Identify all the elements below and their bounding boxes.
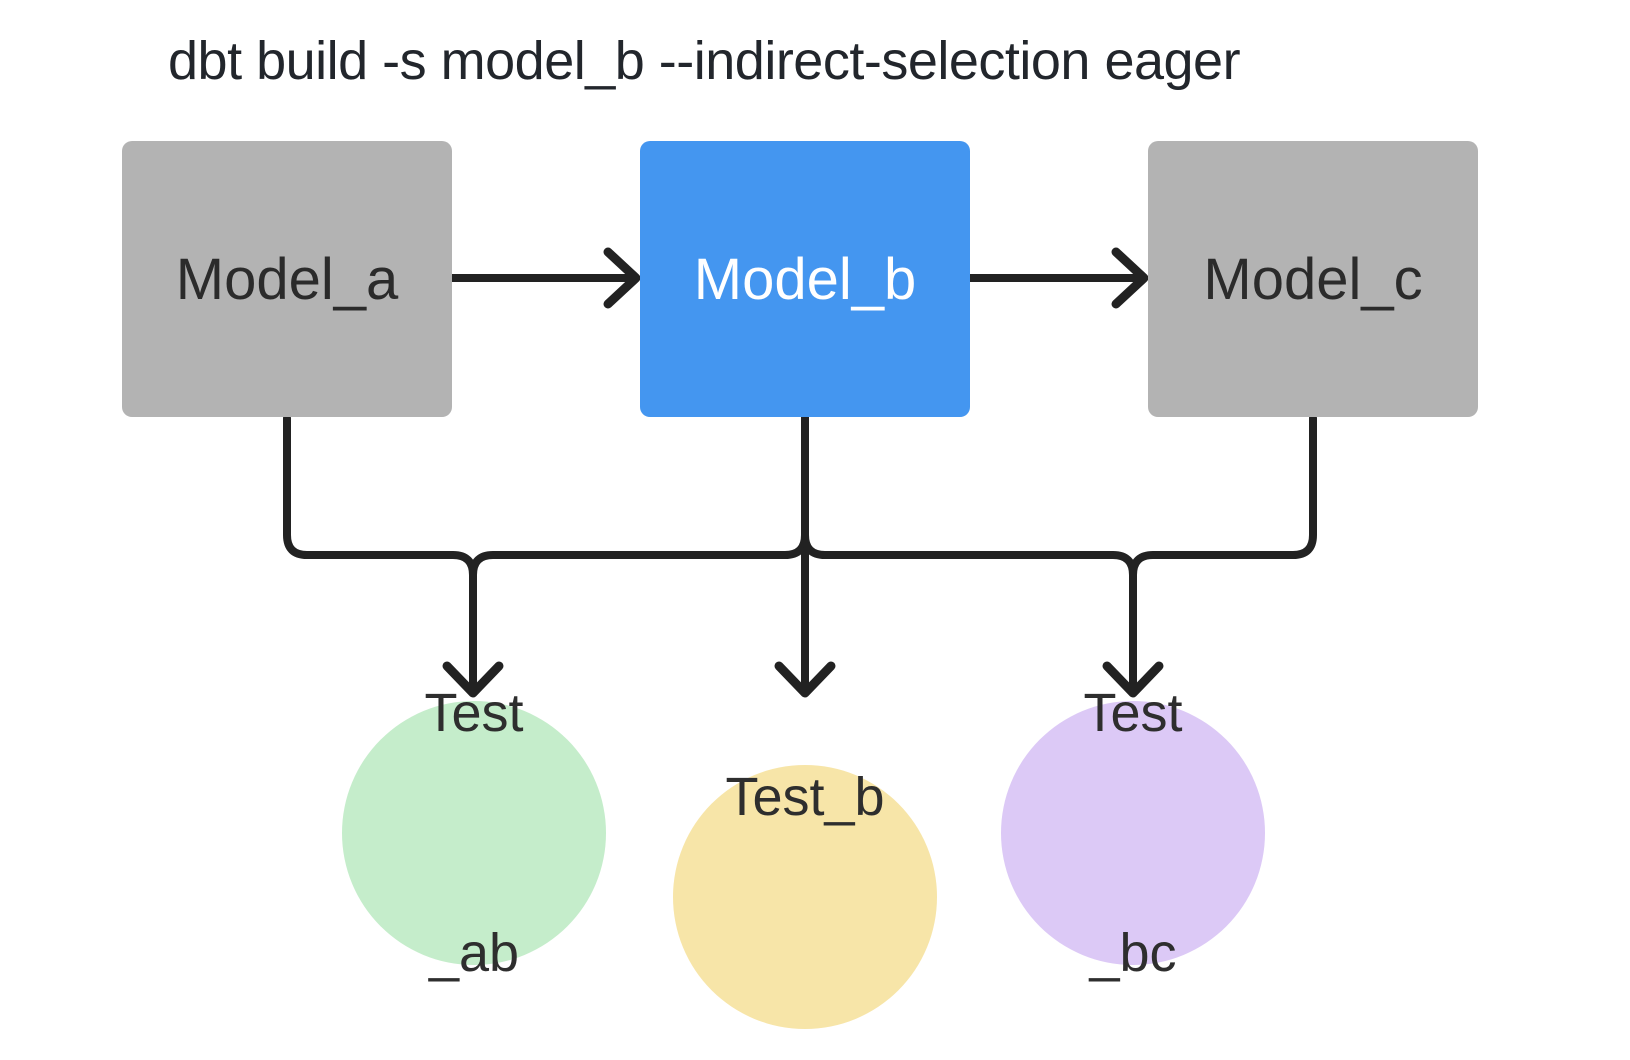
node-test-ab: Test _ab <box>342 683 606 983</box>
node-model-a-label: Model_a <box>175 246 399 312</box>
node-model-a: Model_a <box>122 141 452 417</box>
arrowhead-right-model-b <box>603 247 641 309</box>
node-model-b-selected: Model_b <box>640 141 970 417</box>
command-title: dbt build -s model_b --indirect-selectio… <box>168 31 1241 91</box>
node-test-bc: Test _bc <box>1001 683 1265 983</box>
arrowhead-down-test-ab <box>442 661 504 698</box>
node-test-b: Test_b <box>673 765 937 1029</box>
node-model-c-label: Model_c <box>1203 246 1423 312</box>
node-model-c: Model_c <box>1148 141 1478 417</box>
node-test-ab-label: Test _ab <box>424 683 524 983</box>
arrowhead-down-test-bc <box>1102 661 1164 698</box>
edge-model-c-to-test-bc <box>1129 414 1317 579</box>
node-test-b-label: Test_b <box>725 767 885 827</box>
arrowhead-right-model-c <box>1111 247 1149 309</box>
node-test-bc-label: Test _bc <box>1083 683 1183 983</box>
arrowhead-down-test-b <box>774 661 836 698</box>
node-model-b-label: Model_b <box>693 246 917 312</box>
